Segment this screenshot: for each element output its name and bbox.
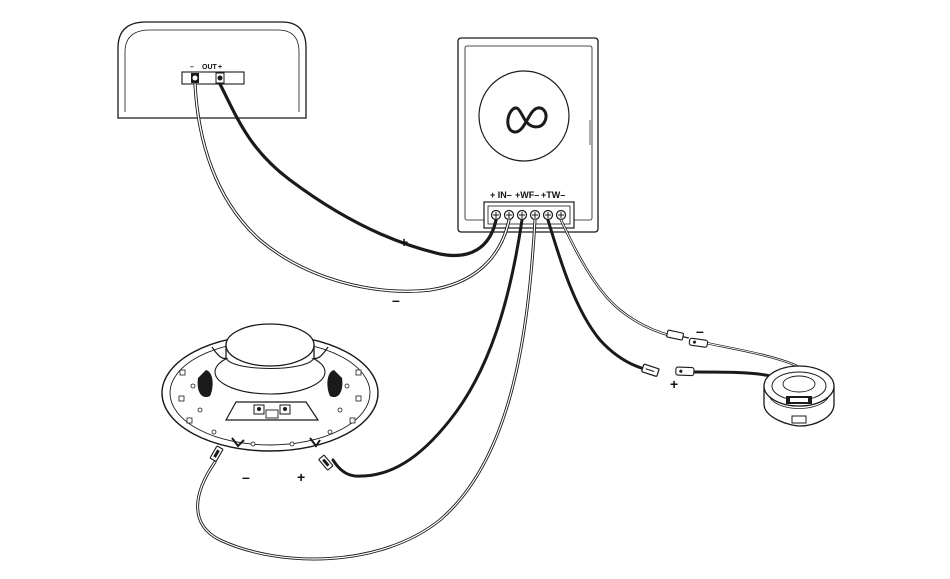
tweeter xyxy=(764,366,834,426)
amp-out-label: OUT xyxy=(202,64,218,71)
crossover-wf-label: +WF– xyxy=(515,190,539,200)
woofer-plus-connector xyxy=(319,455,333,470)
crossover-tw-label: +TW– xyxy=(541,190,565,200)
amp-plus-label: + xyxy=(218,64,222,71)
crossover-network: + IN– +WF– +TW– xyxy=(458,38,598,232)
wire-tweeter-minus-crossover xyxy=(561,220,672,336)
woofer-terminal-plate xyxy=(226,402,318,420)
wire-woofer-plus xyxy=(333,220,522,476)
wire-amp-plus-label: + xyxy=(400,234,408,250)
female-spade-connector-plus xyxy=(642,364,660,377)
wire-tweeter-plus-label: + xyxy=(670,376,678,392)
amplifier-output-terminal xyxy=(182,72,244,84)
wire-amp-minus-label: – xyxy=(392,292,400,308)
woofer-speaker xyxy=(162,324,378,451)
wire-amp-plus xyxy=(220,84,496,256)
amp-minus-label: – xyxy=(190,64,194,71)
male-spade-connector-plus xyxy=(676,367,694,376)
woofer-plus-label: + xyxy=(297,469,305,485)
crossover-terminal-block xyxy=(484,202,574,228)
amplifier: – OUT + xyxy=(118,22,306,118)
male-spade-connector-minus xyxy=(689,338,708,347)
wire-tweeter-plus-crossover xyxy=(548,220,648,370)
wire-tweeter-minus-label: – xyxy=(696,323,704,339)
woofer-minus-connector xyxy=(210,446,223,462)
crossover-in-label: + IN– xyxy=(490,190,512,200)
female-spade-connector-minus xyxy=(667,330,690,341)
woofer-minus-label: – xyxy=(242,469,250,485)
